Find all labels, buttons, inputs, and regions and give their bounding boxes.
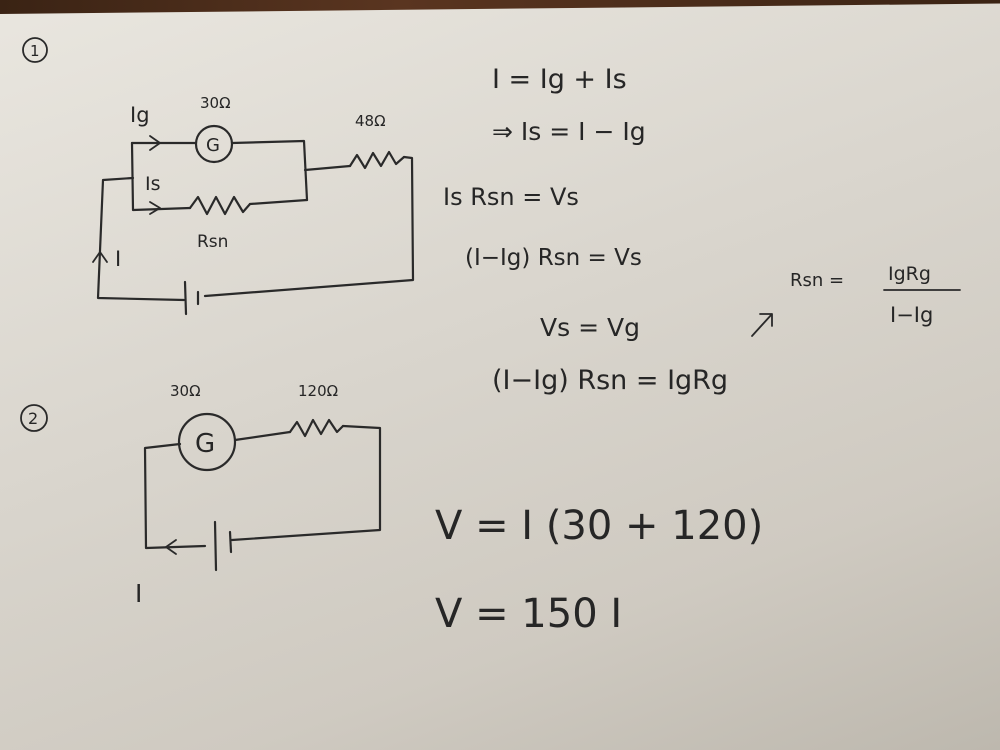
battery-long-plate-2 <box>213 520 218 572</box>
arrow-i-icon-2 <box>165 539 177 555</box>
current-ig-label: Ig <box>130 103 150 127</box>
wire-galv-right <box>230 139 309 202</box>
current-i-label-2: I <box>135 579 142 608</box>
series-resistor-icon <box>348 150 406 170</box>
equation-v-total: V = 150 I <box>435 591 622 637</box>
shunt-resistor-label: Rsn <box>197 232 228 252</box>
equation-2: ⇒ Is = I − Ig <box>492 117 646 146</box>
equation-1: I = Ig + Is <box>492 64 627 95</box>
formula-lhs: Rsn = <box>790 270 844 291</box>
arrow-is-icon <box>149 201 161 215</box>
formula-numerator: IgRg <box>888 263 931 285</box>
galvanometer-symbol-2: G <box>195 429 215 459</box>
section-number-circle <box>22 37 48 63</box>
galvanometer-symbol: G <box>206 135 220 156</box>
wire-left-loop <box>96 176 186 302</box>
battery-long-plate <box>183 280 188 316</box>
wire-galv-right-2 <box>233 430 292 442</box>
wire-right-return <box>203 155 415 298</box>
current-i-label: I <box>115 247 121 271</box>
section-number-2: 2 <box>28 409 38 428</box>
series-resistance-label: 48Ω <box>355 112 386 130</box>
equation-4: (I−Ig) Rsn = Vs <box>465 245 642 271</box>
equation-v-sum: V = I (30 + 120) <box>435 503 763 549</box>
wire-shunt-right <box>248 198 309 206</box>
section-number: 1 <box>30 42 40 60</box>
arrow-i-icon <box>92 251 108 263</box>
series-resistor-icon-2 <box>288 418 345 438</box>
wire-left-2 <box>143 442 207 550</box>
equation-6: (I−Ig) Rsn = IgRg <box>492 365 728 396</box>
equation-5: Vs = Vg <box>540 313 640 342</box>
shunt-resistor-icon <box>188 195 252 216</box>
wire-shunt-left <box>130 141 192 212</box>
current-is-label: Is <box>145 173 161 195</box>
galvanometer-resistance-label: 30Ω <box>200 94 231 112</box>
shunt-formula: Rsn = IgRg I−Ig <box>751 263 961 337</box>
pointer-arrow-icon <box>751 313 773 337</box>
equations-2: V = I (30 + 120) V = 150 I <box>435 503 763 637</box>
wire-to-series-resistor <box>303 164 352 172</box>
equations-1: I = Ig + Is ⇒ Is = I − Ig Is Rsn = Vs (I… <box>443 64 728 396</box>
galvanometer-icon-2 <box>177 412 237 472</box>
equation-3: Is Rsn = Vs <box>443 183 579 211</box>
wire-right-2 <box>230 424 382 542</box>
series-resistance-label-2: 120Ω <box>298 382 338 400</box>
battery-short-plate-2 <box>228 530 233 554</box>
galvanometer-resistance-label-2: 30Ω <box>170 382 201 400</box>
arrow-ig-icon <box>149 135 161 151</box>
section-1: 1 30Ω 48Ω Ig Is Rsn I G <box>22 37 415 316</box>
section-2: 2 30Ω 120Ω G I <box>20 382 382 608</box>
formula-denominator: I−Ig <box>890 303 933 327</box>
section-number-circle-2 <box>20 404 48 432</box>
